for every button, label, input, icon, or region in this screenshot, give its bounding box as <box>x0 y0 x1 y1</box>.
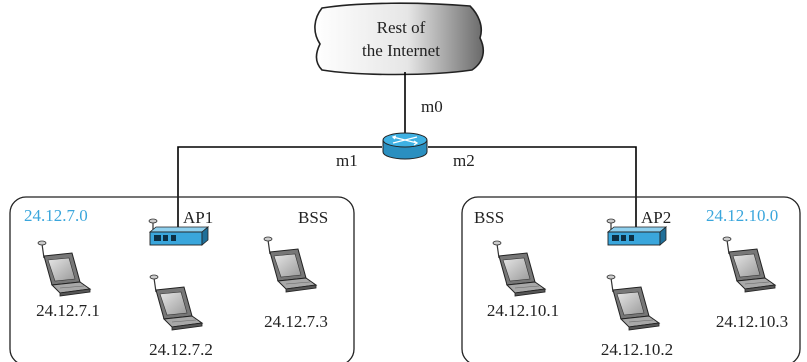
port-label-m2: m2 <box>453 151 475 170</box>
laptop-host-6 <box>722 236 776 293</box>
host-label-right-1: 24.12.10.1 <box>487 301 559 320</box>
link-m1 <box>177 146 382 236</box>
laptop-host-5 <box>606 274 660 331</box>
bss-right: BSS AP2 24.12.10.0 24.12.10.1 24.12.10.2… <box>461 196 801 362</box>
internet-cloud: Rest of the Internet <box>314 2 485 76</box>
right-network-address: 24.12.10.0 <box>706 206 778 225</box>
port-label-m0: m0 <box>421 97 443 116</box>
left-bss-label: BSS <box>298 208 328 227</box>
cloud-label-line2: the Internet <box>362 41 440 60</box>
laptop-host-2 <box>149 274 203 331</box>
left-network-address: 24.12.7.0 <box>24 206 88 225</box>
right-bss-label: BSS <box>474 208 504 227</box>
host-label-left-2: 24.12.7.2 <box>149 340 213 359</box>
port-label-m1: m1 <box>336 151 358 170</box>
host-label-right-2: 24.12.10.2 <box>601 340 673 359</box>
router <box>382 132 428 160</box>
host-label-left-1: 24.12.7.1 <box>36 301 100 320</box>
host-label-right-3: 24.12.10.3 <box>716 312 788 331</box>
bss-left-boundary <box>9 196 355 362</box>
network-links <box>177 72 637 236</box>
laptop-host-4 <box>492 240 546 297</box>
bss-right-boundary <box>461 196 801 362</box>
cloud-label-line1: Rest of <box>377 18 426 37</box>
router-arrows-icon <box>391 135 419 146</box>
laptop-host-3 <box>263 236 317 293</box>
bss-left: 24.12.7.0 AP1 BSS 24.12.7.1 24.12.7.2 24… <box>9 196 355 362</box>
ap1-label: AP1 <box>183 208 213 227</box>
link-m2 <box>428 146 637 236</box>
laptop-host-1 <box>37 240 91 297</box>
ap2-label: AP2 <box>641 208 671 227</box>
host-label-left-3: 24.12.7.3 <box>264 312 328 331</box>
